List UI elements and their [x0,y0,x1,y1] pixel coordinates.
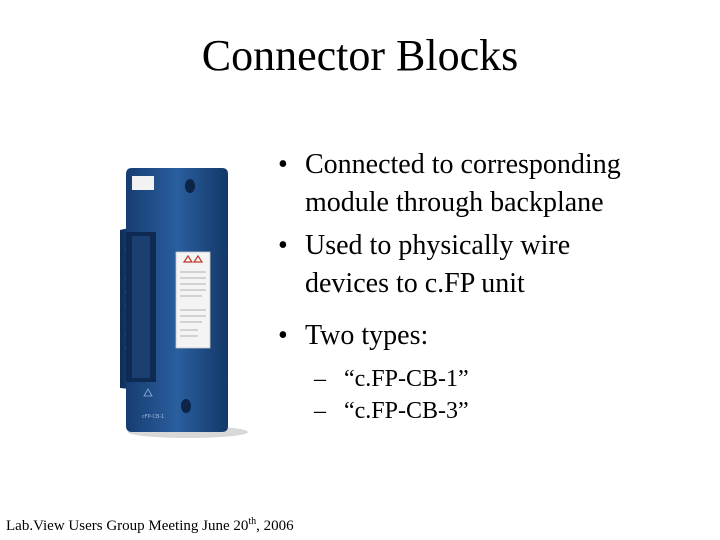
slide-title: Connector Blocks [201,31,519,80]
bullet-item: • Used to physically wire devices to c.F… [278,227,708,303]
bullet-marker: • [278,149,288,180]
bullet-text-line: devices to c.FP unit [305,268,525,299]
bullet-text-line: module through backplane [305,187,604,218]
bullet-item: • Two types: [278,317,708,355]
bullet-marker: • [278,230,288,261]
sub-bullet-text: “c.FP-CB-1” [344,366,469,392]
sub-bullet-marker: – [314,366,326,392]
footer-superscript: th [248,516,257,527]
warning-label [175,251,211,349]
sub-bullet-item: – “c.FP-CB-3” [278,395,708,427]
bullet-item: • Connected to corresponding module thro… [278,146,708,222]
sub-bullet-marker: – [314,398,326,424]
sub-bullet-text: “c.FP-CB-3” [344,398,469,424]
bullet-text-line: Used to physically wire [305,230,571,261]
slide-footer: Lab.View Users Group Meeting June 20th, … [6,516,294,536]
mounting-hole-bottom [181,399,191,413]
bullet-marker: • [278,320,288,351]
bullet-text-line: Connected to corresponding [305,149,621,180]
mounting-hole-top [185,179,195,193]
bullet-text-line: Two types: [305,320,429,351]
device-model-label: cFP-CB-1 [142,414,164,420]
bullet-list: • Connected to corresponding module thro… [278,146,708,427]
footer-text: Lab.View Users Group Meeting June 20 [6,518,249,534]
footer-suffix: , 2006 [256,518,294,534]
top-label-tab [132,176,154,190]
sub-bullet-item: – “c.FP-CB-1” [278,363,708,395]
connector-block-photo: cFP-CB-1 [120,168,248,438]
